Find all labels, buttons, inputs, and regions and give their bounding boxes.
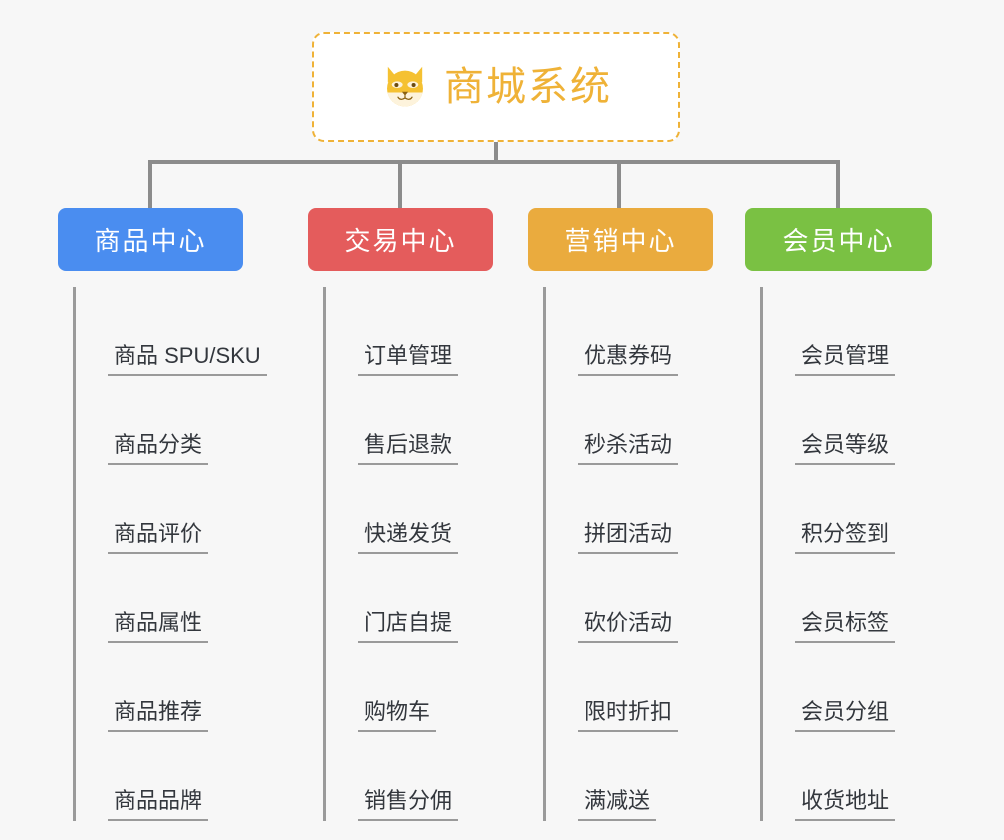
leaf-item[interactable]: 商品品牌 [76, 732, 267, 821]
leaf-item-label: 快递发货 [358, 521, 459, 554]
leaf-item[interactable]: 订单管理 [326, 287, 459, 376]
leaf-item-label: 销售分佣 [358, 788, 459, 821]
category-title-0: 商品中心 [94, 226, 207, 256]
category-title-2: 营销中心 [564, 226, 677, 256]
leaf-item-label: 收货地址 [795, 788, 896, 821]
leaf-item[interactable]: 秒杀活动 [546, 376, 679, 465]
leaf-item[interactable]: 限时折扣 [546, 643, 679, 732]
leaf-item[interactable]: 商品属性 [76, 554, 267, 643]
leaf-item-label: 限时折扣 [578, 699, 679, 732]
shiba-dog-icon [387, 66, 423, 107]
leaf-item[interactable]: 商品 SPU/SKU [76, 287, 267, 376]
root-node-title: 商城系统 [444, 65, 612, 109]
category-box-3[interactable]: 会员中心 [745, 208, 932, 271]
leaf-column-3: 会员管理会员等级积分签到会员标签会员分组收货地址 [760, 287, 896, 821]
leaf-item[interactable]: 销售分佣 [326, 732, 459, 821]
connector-drop-2 [398, 162, 402, 208]
leaf-item-label: 购物车 [358, 699, 437, 732]
leaf-item[interactable]: 售后退款 [326, 376, 459, 465]
leaf-item-label: 砍价活动 [578, 610, 679, 643]
leaf-column-1: 订单管理售后退款快递发货门店自提购物车销售分佣 [323, 287, 459, 821]
leaf-item[interactable]: 会员分组 [763, 643, 896, 732]
leaf-item-label: 商品推荐 [108, 699, 209, 732]
category-title-3: 会员中心 [782, 226, 895, 256]
category-box-1[interactable]: 交易中心 [308, 208, 493, 271]
leaf-item-label: 会员分组 [795, 699, 896, 732]
connector-root-stem [494, 142, 498, 162]
root-node-mall-system[interactable]: 商城系统 [312, 32, 680, 142]
leaf-item[interactable]: 积分签到 [763, 465, 896, 554]
leaf-item[interactable]: 门店自提 [326, 554, 459, 643]
leaf-item[interactable]: 满减送 [546, 732, 678, 821]
leaf-item-label: 商品 SPU/SKU [108, 343, 267, 376]
connector-drop-1 [148, 162, 152, 208]
leaf-item[interactable]: 快递发货 [326, 465, 459, 554]
connector-drop-3 [617, 162, 621, 208]
leaf-item[interactable]: 商品推荐 [76, 643, 267, 732]
category-box-2[interactable]: 营销中心 [528, 208, 713, 271]
leaf-item[interactable]: 商品评价 [76, 465, 267, 554]
leaf-item[interactable]: 会员管理 [763, 287, 896, 376]
leaf-item[interactable]: 商品分类 [76, 376, 267, 465]
leaf-item-label: 售后退款 [358, 432, 459, 465]
leaf-item[interactable]: 优惠券码 [546, 287, 679, 376]
leaf-item-label: 商品属性 [108, 610, 209, 643]
leaf-column-2: 优惠券码秒杀活动拼团活动砍价活动限时折扣满减送 [543, 287, 679, 821]
leaf-item[interactable]: 会员标签 [763, 554, 896, 643]
leaf-item-label: 商品品牌 [108, 788, 209, 821]
leaf-item-label: 商品分类 [108, 432, 209, 465]
leaf-item-label: 满减送 [578, 788, 657, 821]
leaf-item-label: 秒杀活动 [578, 432, 679, 465]
leaf-item-label: 门店自提 [358, 610, 459, 643]
leaf-item-label: 会员等级 [795, 432, 896, 465]
leaf-item[interactable]: 砍价活动 [546, 554, 679, 643]
connector-horizontal-bar [148, 160, 840, 164]
leaf-item[interactable]: 收货地址 [763, 732, 896, 821]
leaf-item-label: 拼团活动 [578, 521, 679, 554]
connector-drop-4 [836, 162, 840, 208]
leaf-item-label: 会员标签 [795, 610, 896, 643]
leaf-item[interactable]: 购物车 [326, 643, 458, 732]
leaf-item[interactable]: 会员等级 [763, 376, 896, 465]
leaf-item-label: 订单管理 [358, 343, 459, 376]
category-box-0[interactable]: 商品中心 [58, 208, 243, 271]
leaf-item[interactable]: 拼团活动 [546, 465, 679, 554]
leaf-item-label: 会员管理 [795, 343, 896, 376]
leaf-item-label: 积分签到 [795, 521, 896, 554]
leaf-item-label: 优惠券码 [578, 343, 679, 376]
leaf-item-label: 商品评价 [108, 521, 209, 554]
leaf-column-0: 商品 SPU/SKU 商品分类商品评价商品属性商品推荐商品品牌 [73, 287, 267, 821]
category-title-1: 交易中心 [344, 226, 457, 256]
